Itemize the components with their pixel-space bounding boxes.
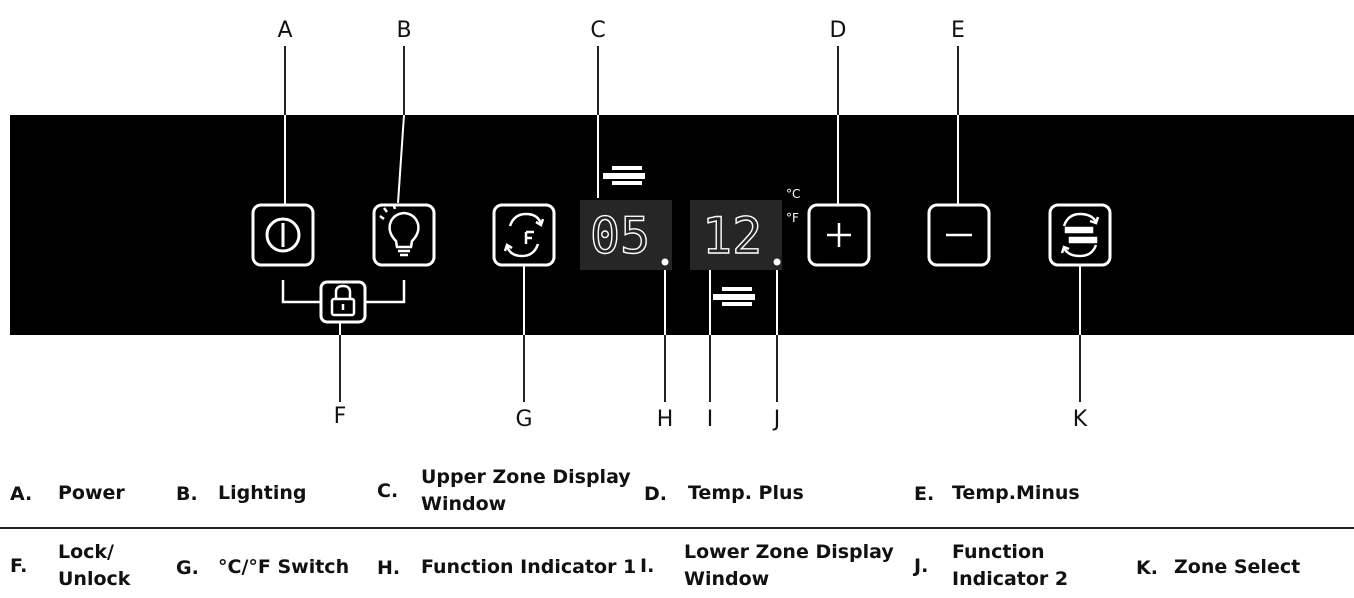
- zone-select-button[interactable]: [1048, 203, 1112, 267]
- celsius-fahrenheit-switch-button[interactable]: [492, 203, 556, 267]
- zone-select-icon: [1060, 212, 1100, 258]
- callout-i: I: [706, 407, 714, 432]
- callout-c: C: [590, 18, 606, 43]
- legend-item-lock-unlock: F. Lock/ Unlock: [10, 541, 131, 590]
- leader-lines-outer: [284, 46, 1081, 402]
- upper-zone-display-value: 05: [590, 207, 650, 265]
- upper-zone-display-window: 05: [580, 200, 672, 270]
- legend-divider: [0, 527, 1354, 529]
- function-indicator-1: [661, 258, 669, 266]
- lock-unlock-button[interactable]: [319, 280, 367, 324]
- lock-icon: [330, 284, 356, 317]
- lock-bracket: [281, 280, 406, 304]
- callout-h: H: [656, 407, 674, 432]
- leader-lines-inner: [284, 114, 1081, 335]
- legend-item-lighting: B. Lighting: [176, 482, 307, 505]
- lower-zone-indicator-icon: [713, 287, 755, 306]
- callout-k: K: [1072, 407, 1088, 432]
- callout-b: B: [396, 18, 412, 43]
- callout-f: F: [333, 404, 347, 429]
- plus-icon: [827, 223, 851, 247]
- callout-j: J: [773, 407, 781, 432]
- legend-item-function-indicator-2: J. Function Indicator 2: [914, 541, 1069, 590]
- callout-g: G: [515, 407, 533, 432]
- legend-item-temp-minus: E. Temp.Minus: [914, 482, 1080, 505]
- function-indicator-2: [773, 258, 781, 266]
- lower-zone-display-value: 12: [702, 207, 762, 265]
- lighting-button[interactable]: [372, 203, 436, 267]
- power-icon: [265, 217, 301, 253]
- control-panel: [10, 115, 1354, 335]
- legend-item-temp-plus: D. Temp. Plus: [644, 482, 804, 505]
- legend-row-1: A. Power B. Lighting C. Upper Zone Displ…: [0, 460, 1354, 526]
- celsius-fahrenheit-switch-icon: [503, 212, 545, 258]
- power-button[interactable]: [251, 203, 315, 267]
- legend-item-lower-zone-display: I. Lower Zone Display Window: [640, 541, 894, 590]
- callout-a: A: [277, 18, 293, 43]
- legend-item-cf-switch: G. °C/°F Switch: [176, 556, 350, 579]
- upper-zone-indicator-icon: [603, 166, 645, 185]
- legend-item-power: A. Power: [10, 482, 125, 505]
- lower-zone-display-window: 12: [690, 200, 782, 270]
- legend-item-zone-select: K. Zone Select: [1136, 556, 1301, 579]
- legend-item-upper-zone-display: C. Upper Zone Display Window: [377, 466, 631, 515]
- unit-celsius-indicator: °C: [786, 187, 800, 201]
- lightbulb-icon: [379, 205, 420, 257]
- legend-item-function-indicator-1: H. Function Indicator 1: [377, 556, 637, 579]
- unit-fahrenheit-indicator: °F: [786, 211, 799, 225]
- temp-minus-button[interactable]: [927, 203, 991, 267]
- control-panel-diagram: 05 12 °C °F: [10, 46, 1354, 402]
- callout-d: D: [829, 18, 847, 43]
- legend-row-2: F. Lock/ Unlock G. °C/°F Switch H. Funct…: [0, 536, 1354, 598]
- temp-plus-button[interactable]: [807, 203, 871, 267]
- callout-e: E: [951, 18, 965, 43]
